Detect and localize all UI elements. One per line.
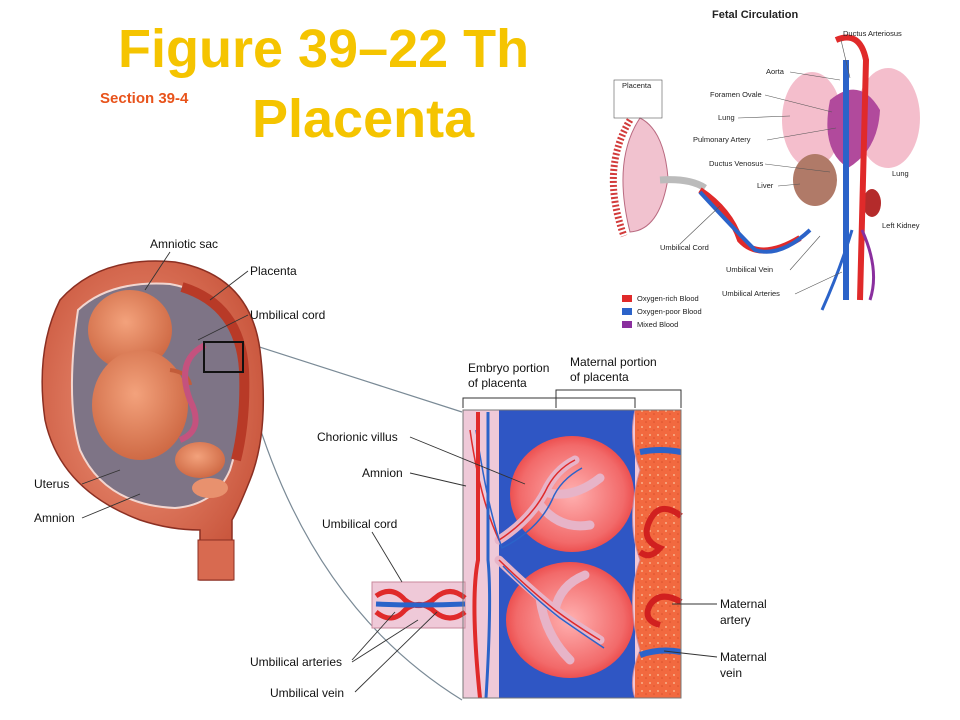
legend-swatch-mixed <box>622 321 632 328</box>
label-placenta: Placenta <box>250 264 297 278</box>
label-maternal-vein-line1: Maternal <box>720 650 767 664</box>
fc-legend: Oxygen-rich Blood Oxygen-poor Blood Mixe… <box>622 294 702 329</box>
label-uterus: Uterus <box>34 477 69 491</box>
page-title-line-2: Placenta <box>252 89 475 149</box>
legend-label-oxygen-poor: Oxygen-poor Blood <box>637 307 702 316</box>
label-maternal-artery-line2: artery <box>720 613 751 627</box>
fetal-circulation-diagram: Fetal Circulation Placenta Ductus Arteri… <box>609 9 920 329</box>
label-umbilical-arteries: Umbilical arteries <box>250 655 342 669</box>
fetal-circulation-title: Fetal Circulation <box>712 9 798 21</box>
label-maternal-artery-line1: Maternal <box>720 597 767 611</box>
label-embryo-portion-line1: Embryo portion <box>468 361 549 375</box>
legend-label-mixed: Mixed Blood <box>637 320 678 329</box>
fc-label-placenta: Placenta <box>622 81 652 90</box>
placenta-detail-illustration <box>371 409 683 699</box>
fc-label-aorta: Aorta <box>766 67 785 76</box>
label-maternal-portion-line2: of placenta <box>570 370 629 384</box>
fc-label-ductus-arteriosus: Ductus Arteriosus <box>843 29 902 38</box>
fc-label-umbilical-arteries: Umbilical Arteries <box>722 289 780 298</box>
page-title-line-1: Figure 39–22 Th <box>118 19 530 79</box>
fc-label-lung-right: Lung <box>892 169 909 178</box>
fc-label-foramen-ovale: Foramen Ovale <box>710 90 762 99</box>
fc-label-ductus-venosus: Ductus Venosus <box>709 159 763 168</box>
label-umbilical-vein: Umbilical vein <box>270 686 344 700</box>
label-amnion-detail: Amnion <box>362 466 403 480</box>
label-amnion-uterus: Amnion <box>34 511 75 525</box>
legend-swatch-oxygen-rich <box>622 295 632 302</box>
fc-label-pulmonary-artery: Pulmonary Artery <box>693 135 751 144</box>
fc-label-umbilical-vein: Umbilical Vein <box>726 265 773 274</box>
fc-label-umbilical-cord: Umbilical Cord <box>660 243 709 252</box>
zoom-highlight-box <box>203 341 244 373</box>
label-embryo-portion-line2: of placenta <box>468 376 527 390</box>
uterus-illustration <box>41 260 463 701</box>
fc-label-left-kidney: Left Kidney <box>882 221 920 230</box>
label-amniotic-sac: Amniotic sac <box>150 237 218 251</box>
section-label: Section 39-4 <box>100 90 189 107</box>
legend-label-oxygen-rich: Oxygen-rich Blood <box>637 294 699 303</box>
label-umbilical-cord-detail: Umbilical cord <box>322 517 397 531</box>
legend-swatch-oxygen-poor <box>622 308 632 315</box>
label-maternal-vein-line2: vein <box>720 666 742 680</box>
fc-placenta-illustration <box>609 117 707 238</box>
label-umbilical-cord-upper: Umbilical cord <box>250 308 325 322</box>
fc-label-liver: Liver <box>757 181 774 190</box>
label-chorionic-villus: Chorionic villus <box>317 430 398 444</box>
fc-label-lung-left: Lung <box>718 113 735 122</box>
label-maternal-portion-line1: Maternal portion <box>570 355 657 369</box>
